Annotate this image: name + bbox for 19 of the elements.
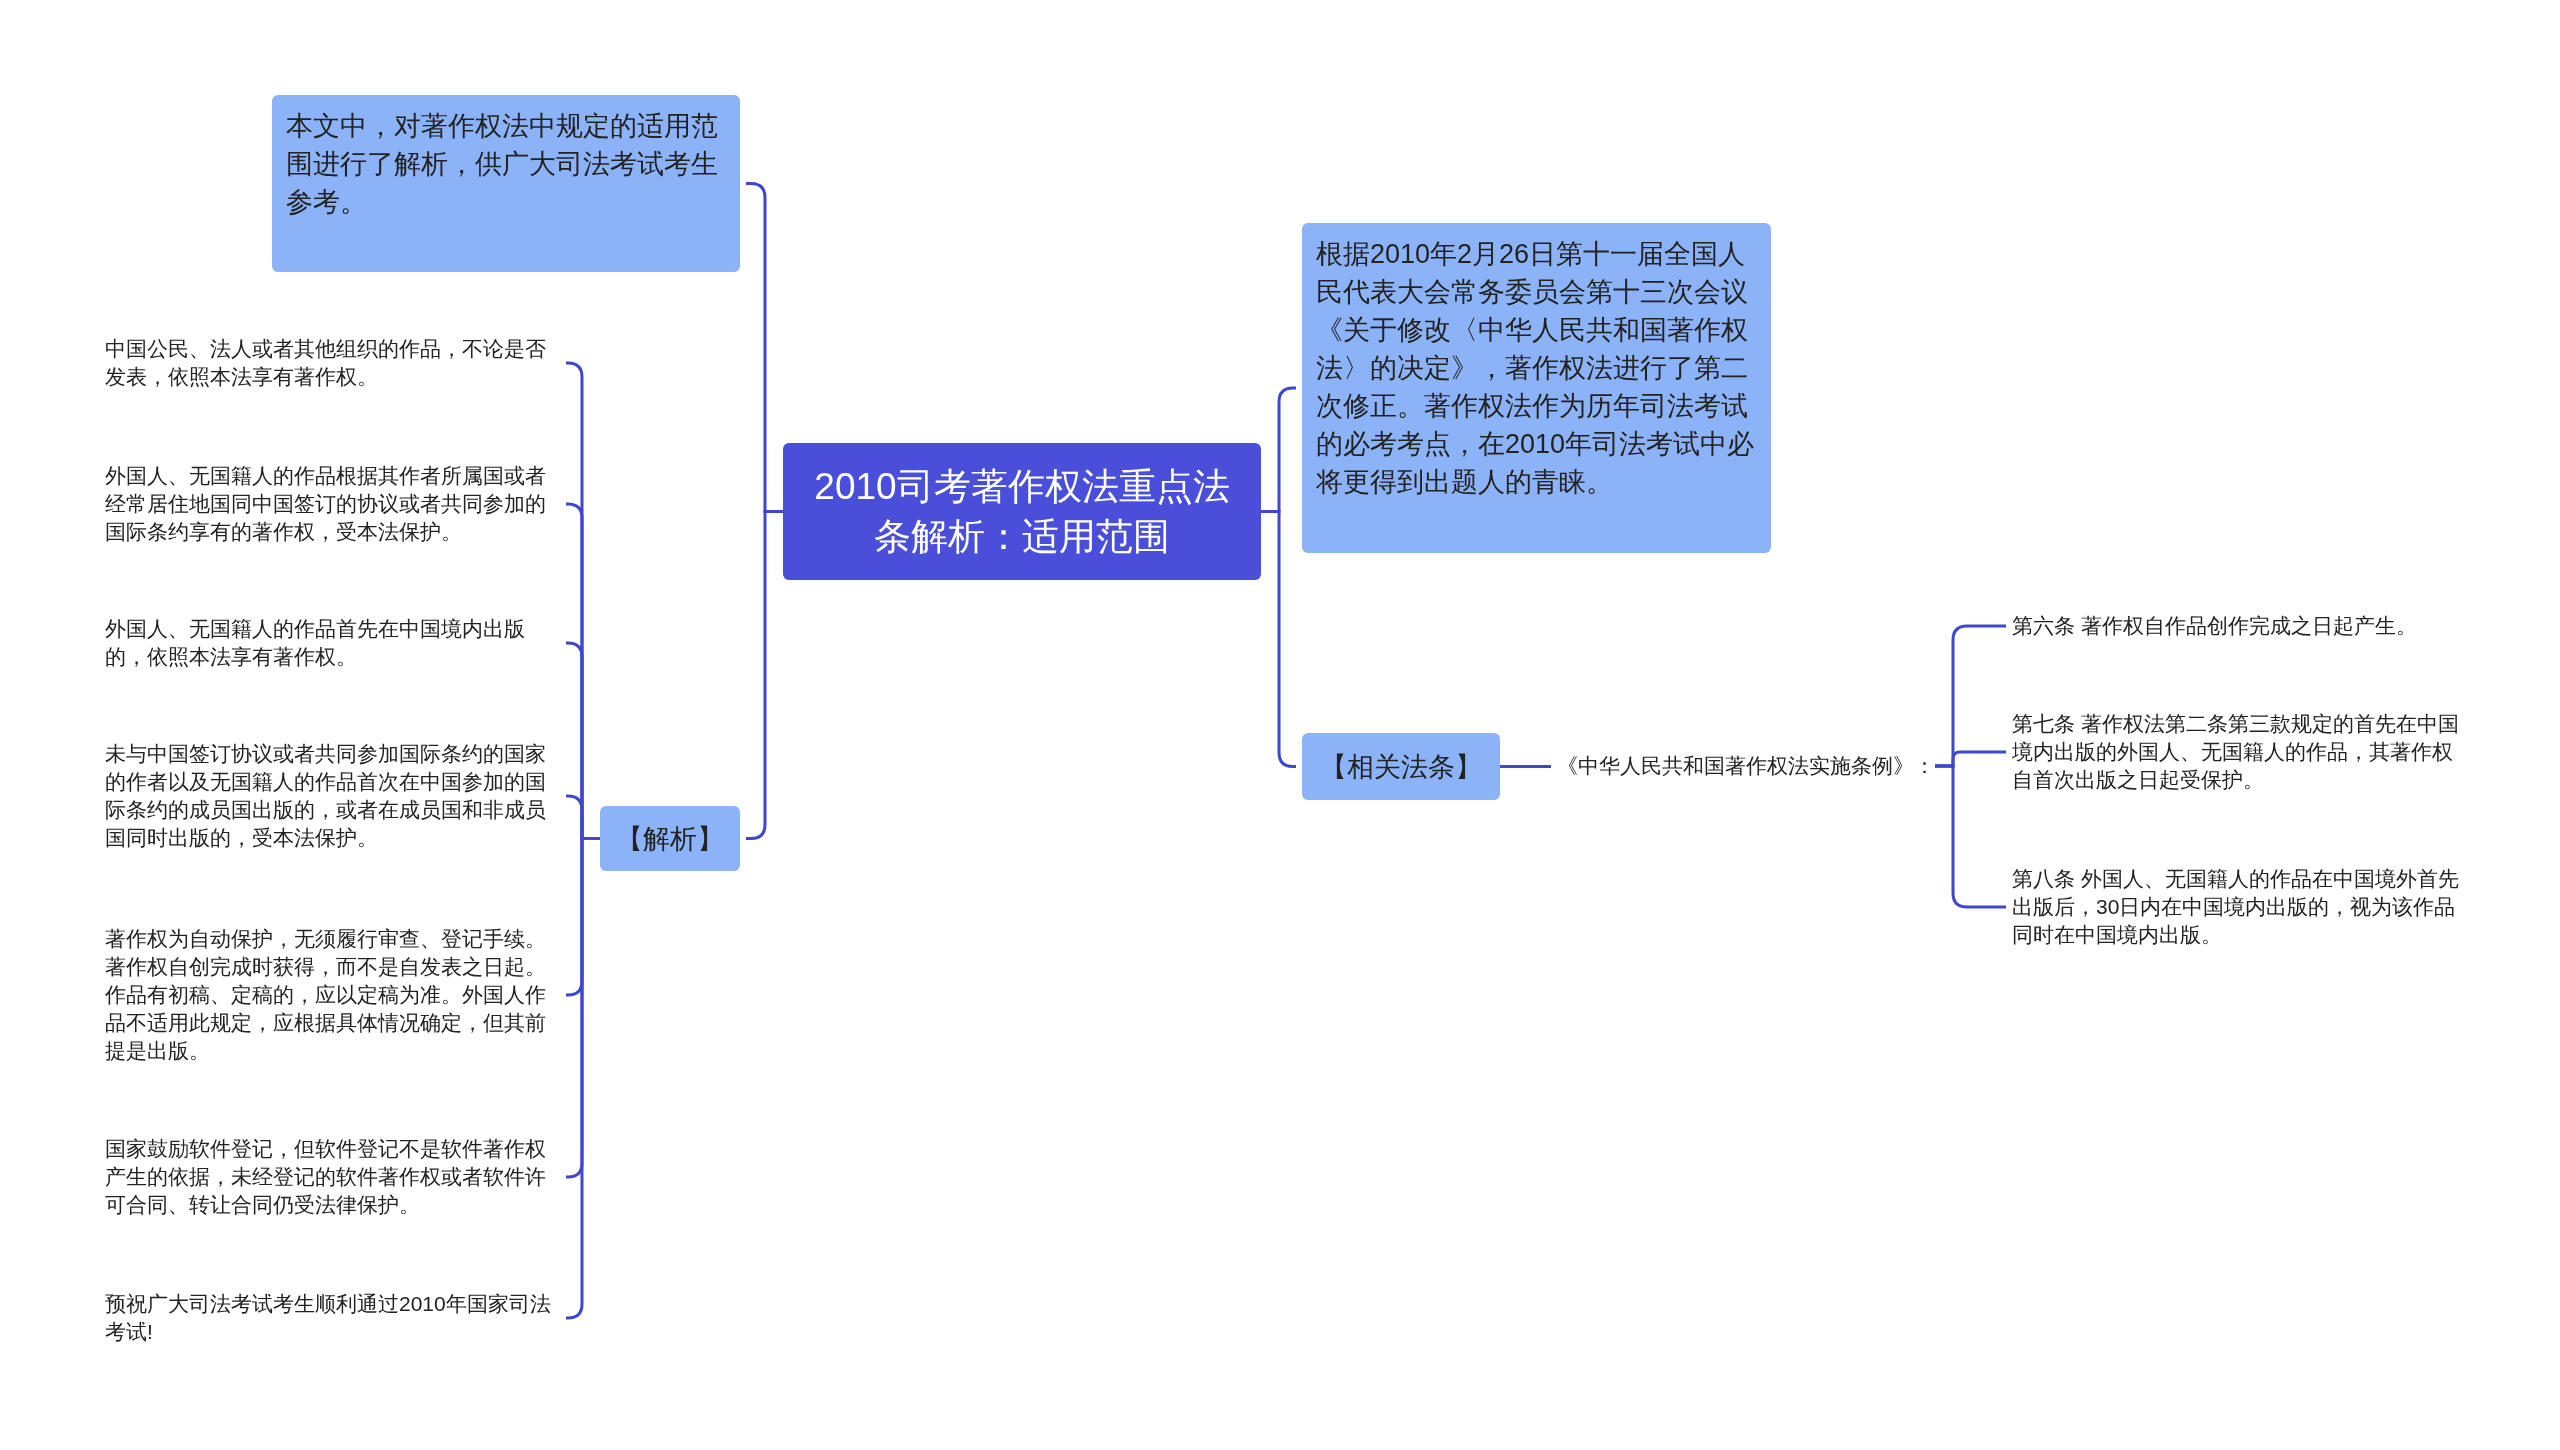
leaf-text: 著作权为自动保护，无须履行审查、登记手续。著作权自创完成时获得，而不是自发表之日起。作品有初稿、定稿的，应以定稿为准。外国人作品不适用此规定，应根据具体情况确定，但其前提是出版。: [105, 925, 560, 1065]
leaf-text: 外国人、无国籍人的作品首先在中国境内出版的，依照本法享有著作权。: [105, 615, 560, 671]
leaf-text: 预祝广大司法考试考生顺利通过2010年国家司法考试!: [105, 1290, 560, 1346]
connector-line: [565, 837, 600, 1320]
connector-line: [1935, 764, 2006, 909]
leaf-text: 第六条 著作权自作品创作完成之日起产生。: [2012, 612, 2472, 640]
topic-box: 【解析】: [600, 806, 740, 871]
leaf-text: 第七条 著作权法第二条第三款规定的首先在中国境内出版的外国人、无国籍人的作品，其著作权自首次出版之日起受保护。: [2012, 710, 2472, 794]
topic-box: 根据2010年2月26日第十一届全国人民代表大会常务委员会第十三次会议《关于修改〈中华人民共和国著作权法〉的决定》，著作权法进行了第二次修正。著作权法作为历年司法考试的必考考点，在2010年司法考试中必将更得到出题人的青睐。: [1302, 223, 1771, 553]
leaf-text: 未与中国签订协议或者共同参加国际条约的国家的作者以及无国籍人的作品首次在中国参加的国际条约的成员国出版的，或者在成员国和非成员国同时出版的，受本法保护。: [105, 740, 560, 852]
topic-box: 本文中，对著作权法中规定的适用范围进行了解析，供广大司法考试考生参考。: [272, 95, 740, 272]
topic-box: 【相关法条】: [1302, 733, 1500, 800]
central-topic-box: 2010司考著作权法重点法条解析：适用范围: [783, 443, 1261, 580]
leaf-text: 外国人、无国籍人的作品根据其作者所属国或者经常居住地国同中国签订的协议或者共同参加的国际条约享有的著作权，受本法保护。: [105, 462, 560, 546]
leaf-text: 中国公民、法人或者其他组织的作品，不论是否发表，依照本法享有著作权。: [105, 335, 560, 391]
connector-line: [1500, 765, 1551, 768]
leaf-text: 第八条 外国人、无国籍人的作品在中国境外首先出版后，30日内在中国境内出版的，视为该作品同时在中国境内出版。: [2012, 865, 2472, 949]
leaf-text: 《中华人民共和国著作权法实施条例》：: [1557, 752, 1935, 780]
leaf-text: 国家鼓励软件登记，但软件登记不是软件著作权产生的依据，未经登记的软件著作权或者软件许可合同、转让合同仍受法律保护。: [105, 1135, 560, 1219]
